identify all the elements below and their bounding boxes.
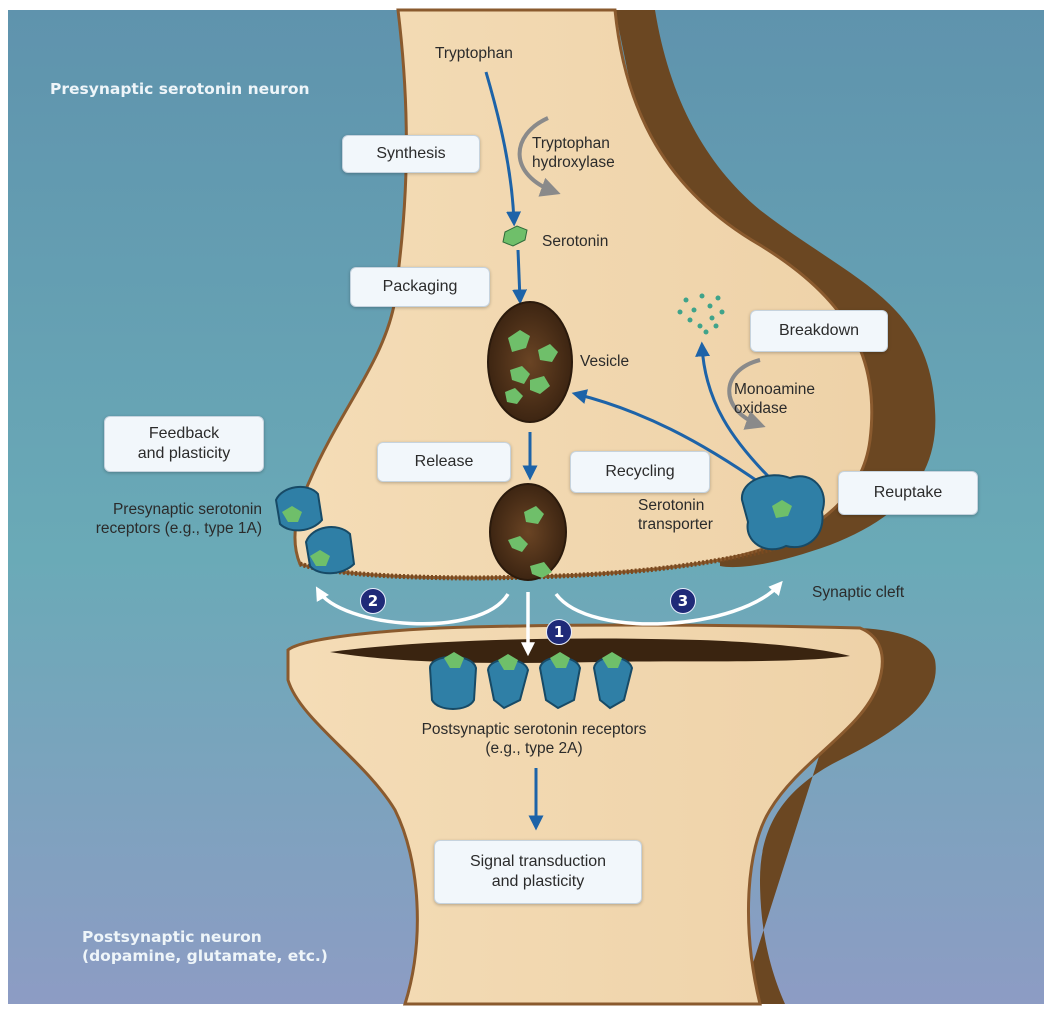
- pathway-badge-2: 2: [360, 588, 386, 614]
- packaging-arrow: [518, 250, 520, 300]
- tryptophan-label: Tryptophan: [435, 44, 513, 63]
- recycling-box: Recycling: [570, 451, 710, 493]
- serotonin-transporter: [742, 475, 824, 549]
- synthesis-box: Synthesis: [342, 135, 480, 173]
- feedback-box: Feedback and plasticity: [104, 416, 264, 472]
- vesicle-label: Vesicle: [580, 352, 629, 371]
- serotonin-transporter-label: Serotonin transporter: [638, 496, 713, 534]
- postsynaptic-receptors-label: Postsynaptic serotonin receptors (e.g., …: [378, 720, 690, 758]
- vesicle-docked: [490, 484, 566, 580]
- presynaptic-receptors-label: Presynaptic serotonin receptors (e.g., t…: [38, 500, 262, 538]
- presynaptic-neuron-label: Presynaptic serotonin neuron: [50, 80, 310, 99]
- signal-transduction-box: Signal transduction and plasticity: [434, 840, 642, 904]
- postsynaptic-neuron-label: Postsynaptic neuron (dopamine, glutamate…: [82, 928, 328, 966]
- vesicle-upper: [488, 302, 572, 422]
- pathway-badge-3: 3: [670, 588, 696, 614]
- monoamine-oxidase-label: Monoamine oxidase: [734, 380, 815, 418]
- synaptic-cleft-label: Synaptic cleft: [812, 583, 904, 602]
- release-box: Release: [377, 442, 511, 482]
- reuptake-box: Reuptake: [838, 471, 978, 515]
- serotonin-label: Serotonin: [542, 232, 608, 251]
- tryptophan-hydroxylase-label: Tryptophan hydroxylase: [532, 134, 615, 172]
- pathway-badge-1: 1: [546, 619, 572, 645]
- packaging-box: Packaging: [350, 267, 490, 307]
- breakdown-box: Breakdown: [750, 310, 888, 352]
